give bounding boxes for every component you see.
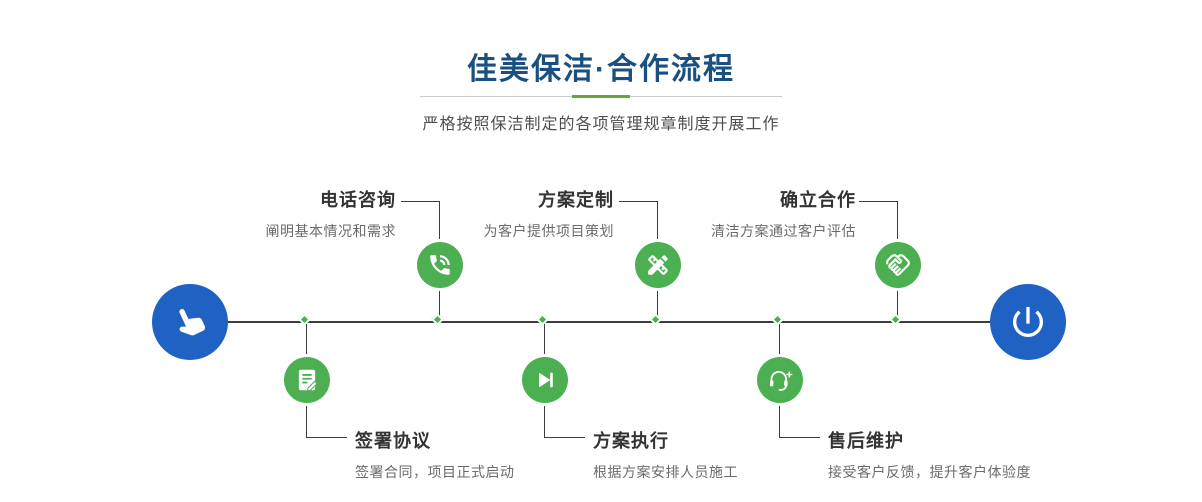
headset-icon: [770, 371, 793, 391]
step-label: 电话咨询 阐明基本情况和需求: [266, 186, 397, 241]
page-subtitle: 严格按照保洁制定的各项管理规章制度开展工作: [422, 116, 780, 133]
flow-end-node: [990, 284, 1066, 360]
page-title: 佳美保洁·合作流程: [467, 53, 735, 86]
step-label: 确立合作 清洁方案通过客户评估: [711, 186, 856, 241]
contract-icon: [298, 369, 318, 392]
step-title: 电话咨询: [320, 190, 396, 210]
step-icon-circle: [757, 357, 803, 403]
timeline-node-diamond: [889, 313, 902, 326]
connector-line: [780, 437, 820, 438]
step-label: 方案定制 为客户提供项目策划: [484, 186, 615, 241]
title-divider-accent: [572, 95, 630, 98]
step-desc: 阐明基本情况和需求: [265, 223, 396, 239]
step-label: 签署协议 签署合同，项目正式启动: [355, 427, 515, 482]
timeline-node-diamond: [431, 313, 444, 326]
play-icon: [539, 372, 553, 388]
power-icon: [1013, 307, 1043, 337]
connector-line: [545, 437, 585, 438]
flow-start-node: [152, 284, 228, 360]
step-title: 方案定制: [538, 190, 614, 210]
timeline-node-diamond: [771, 313, 784, 326]
step-label: 售后维护 接受客户反馈，提升客户体验度: [828, 427, 1031, 482]
timeline-line: [226, 321, 992, 323]
step-label: 方案执行 根据方案安排人员施工: [593, 427, 738, 482]
step-title: 方案执行: [593, 431, 669, 451]
timeline-node-diamond: [536, 313, 549, 326]
connector-line: [307, 437, 347, 438]
step-icon-circle: [284, 357, 330, 403]
step-icon-circle: [522, 357, 568, 403]
step-title: 售后维护: [828, 431, 904, 451]
title-divider: [420, 95, 782, 98]
timeline-node-diamond: [649, 313, 662, 326]
step-desc: 清洁方案通过客户评估: [711, 223, 856, 239]
step-desc: 根据方案安排人员施工: [593, 464, 738, 480]
hand-pointer-icon: [179, 309, 206, 336]
step-title: 确立合作: [780, 190, 856, 210]
timeline-node-diamond: [298, 313, 311, 326]
step-icon-circle: [635, 242, 681, 288]
step-desc: 接受客户反馈，提升客户体验度: [828, 464, 1031, 480]
step-title: 签署协议: [355, 431, 431, 451]
handshake-icon: [886, 254, 910, 276]
phone-icon: [430, 255, 450, 275]
design-tools-icon: [648, 255, 668, 275]
step-icon-circle: [417, 242, 463, 288]
connector-line: [859, 201, 898, 202]
connector-line: [401, 201, 440, 202]
step-desc: 签署合同，项目正式启动: [355, 464, 515, 480]
step-desc: 为客户提供项目策划: [483, 223, 614, 239]
step-icon-circle: [875, 242, 921, 288]
connector-line: [619, 201, 658, 202]
